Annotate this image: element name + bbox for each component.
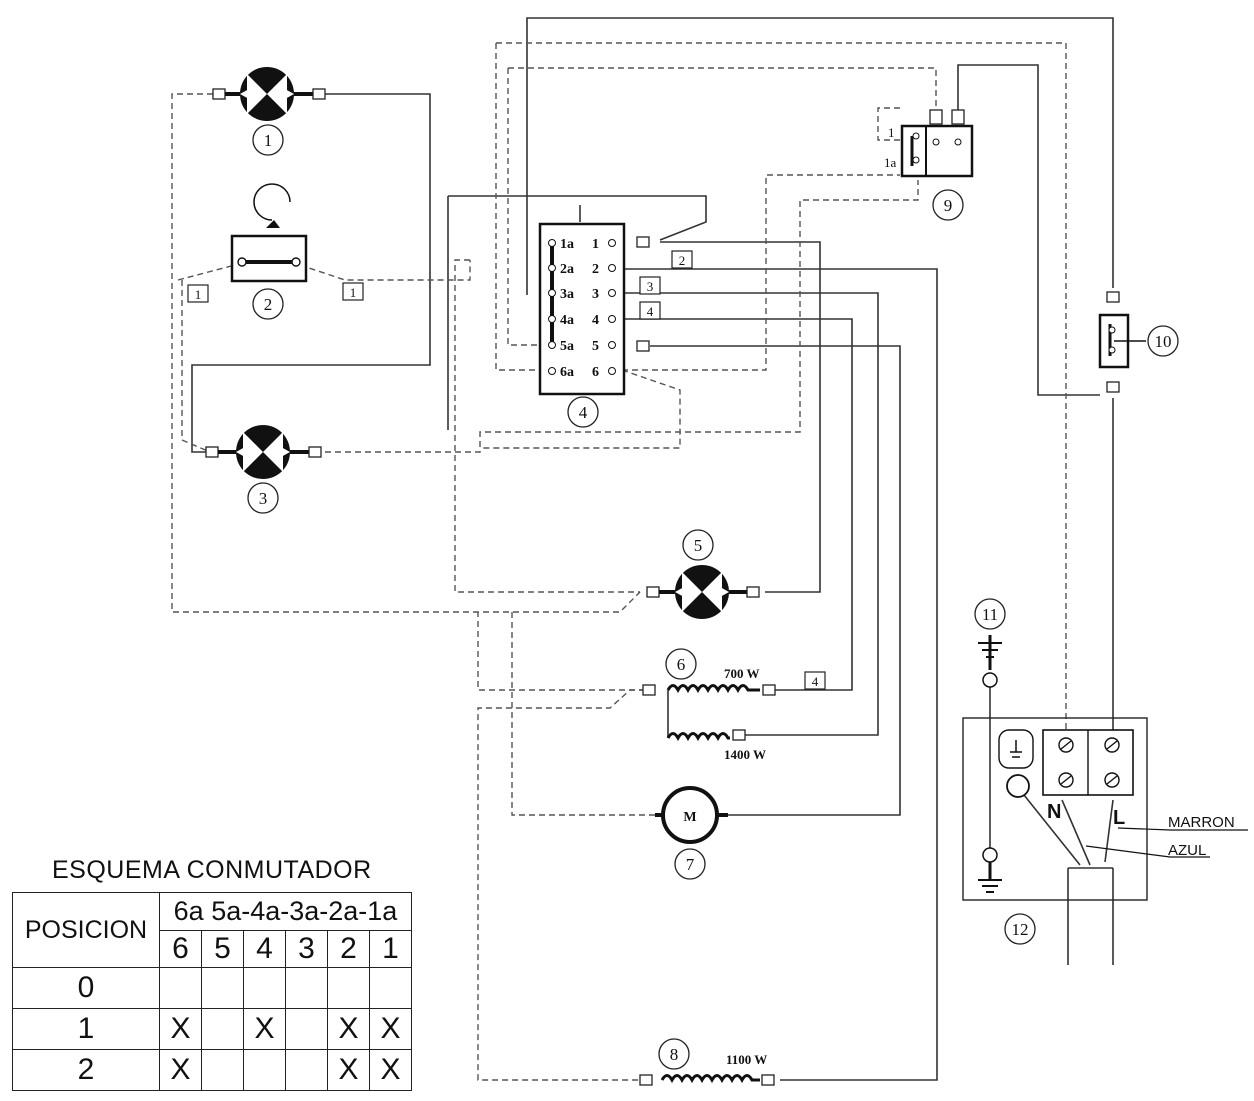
safety-thermostat-10: 10: [1098, 291, 1179, 393]
label-3: 3: [259, 489, 268, 508]
position-value: 2: [12, 1049, 160, 1091]
table-cell: X: [243, 1008, 286, 1050]
contacts-header: 6a 5a-4a-3a-2a-1a: [159, 892, 412, 931]
table-cell: X: [369, 1008, 412, 1050]
thermostat-9: 1 1a 9: [884, 109, 974, 221]
table-cell: X: [369, 1049, 412, 1091]
solid-wires: [191, 17, 1114, 1081]
label-8: 8: [670, 1045, 679, 1064]
col-header: 4: [243, 929, 286, 968]
motor-7: M 7: [655, 786, 728, 880]
line-label: L: [1113, 807, 1125, 829]
col-header: 6: [159, 929, 202, 968]
cable-label-blue: AZUL: [1168, 842, 1206, 859]
rating-1100w: 1100 W: [726, 1052, 767, 1067]
svg-text:5: 5: [592, 339, 599, 354]
svg-text:1: 1: [888, 125, 895, 140]
cable-label-brown: MARRON: [1168, 814, 1235, 831]
lamp-3: 3: [205, 425, 322, 514]
table-row: 1 X X X X: [12, 1008, 412, 1050]
table-cell: [243, 1049, 286, 1091]
table-cell: [159, 967, 202, 1009]
label-2: 2: [264, 295, 273, 314]
neutral-label: N: [1047, 801, 1061, 823]
switch-pins-right: 1 2 3 4 5 6: [592, 237, 616, 380]
svg-text:4: 4: [812, 674, 819, 689]
selector-switch-4: 1a 2a 3a 4a 5a 6a 1 2 3 4 5 6 4: [538, 222, 650, 428]
table-cell: [327, 967, 370, 1009]
label-5: 5: [694, 536, 703, 555]
table-row: 0: [12, 967, 412, 1009]
table-cell: [285, 1049, 328, 1091]
label-9: 9: [944, 196, 953, 215]
label-12: 12: [1012, 920, 1029, 939]
lamp-1: 1: [212, 67, 326, 156]
svg-text:6: 6: [592, 365, 599, 380]
svg-text:2: 2: [679, 253, 686, 268]
svg-text:2a: 2a: [560, 262, 574, 277]
wire-tag-4b: 4: [804, 671, 826, 690]
position-header: POSICION: [12, 892, 160, 968]
terminal-block-12: N L 12 MARRON AZUL: [962, 717, 1248, 945]
heater-6: 6 700 W 1400 W: [642, 648, 776, 762]
svg-text:1: 1: [592, 237, 599, 252]
wire-tag-1b: 1: [342, 282, 364, 301]
dashed-wires: [171, 42, 1067, 1081]
svg-text:1: 1: [195, 287, 202, 302]
table-cell: X: [159, 1008, 202, 1050]
table-title: ESQUEMA CONMUTADOR: [52, 856, 372, 884]
col-header: 1: [369, 929, 412, 968]
label-1: 1: [264, 131, 273, 150]
wire-tag-4: 4: [639, 301, 661, 320]
table-cell: [285, 1008, 328, 1050]
svg-text:3: 3: [592, 287, 599, 302]
label-6: 6: [677, 655, 686, 674]
svg-text:6a: 6a: [560, 365, 574, 380]
table-cell: [201, 967, 244, 1009]
label-4: 4: [579, 403, 588, 422]
svg-text:4a: 4a: [560, 313, 574, 328]
svg-text:1: 1: [350, 285, 357, 300]
timer-switch-2: 2: [230, 183, 308, 320]
table-cell: [201, 1008, 244, 1050]
table-cell: X: [327, 1049, 370, 1091]
table-cell: X: [159, 1049, 202, 1091]
col-header: 2: [327, 929, 370, 968]
svg-text:5a: 5a: [560, 339, 574, 354]
col-header: 5: [201, 929, 244, 968]
svg-text:4: 4: [592, 313, 599, 328]
svg-text:1a: 1a: [884, 155, 897, 170]
table-cell: [201, 1049, 244, 1091]
rating-1400w: 1400 W: [724, 747, 766, 762]
label-7: 7: [686, 855, 695, 874]
wire-tag-1a: 1: [187, 284, 209, 303]
label-10: 10: [1155, 332, 1172, 351]
wire-tag-3: 3: [639, 276, 661, 295]
table-cell: [243, 967, 286, 1009]
wire-tag-2: 2: [671, 250, 693, 269]
svg-text:4: 4: [647, 304, 654, 319]
col-header: 3: [285, 929, 328, 968]
heater-8: 8 1100 W: [639, 1038, 775, 1086]
svg-text:3: 3: [647, 279, 654, 294]
position-value: 0: [12, 967, 160, 1009]
svg-text:3a: 3a: [560, 287, 574, 302]
table-cell: [285, 967, 328, 1009]
svg-text:2: 2: [592, 262, 599, 277]
table-row: 2 X X X: [12, 1049, 412, 1091]
table-cell: X: [327, 1008, 370, 1050]
switch-schema-table: POSICION 6a 5a-4a-3a-2a-1a 6 5 4 3 2 1 0…: [12, 892, 412, 1091]
lamp-5: 5: [646, 529, 760, 619]
switch-pins-left: 1a 2a 3a 4a 5a 6a: [548, 237, 574, 380]
earth-11: 11: [974, 598, 1006, 893]
position-value: 1: [12, 1008, 160, 1050]
svg-text:1a: 1a: [560, 237, 574, 252]
table-cell: [369, 967, 412, 1009]
rating-700w: 700 W: [724, 666, 760, 681]
label-11: 11: [982, 605, 998, 624]
motor-symbol: M: [683, 810, 696, 825]
